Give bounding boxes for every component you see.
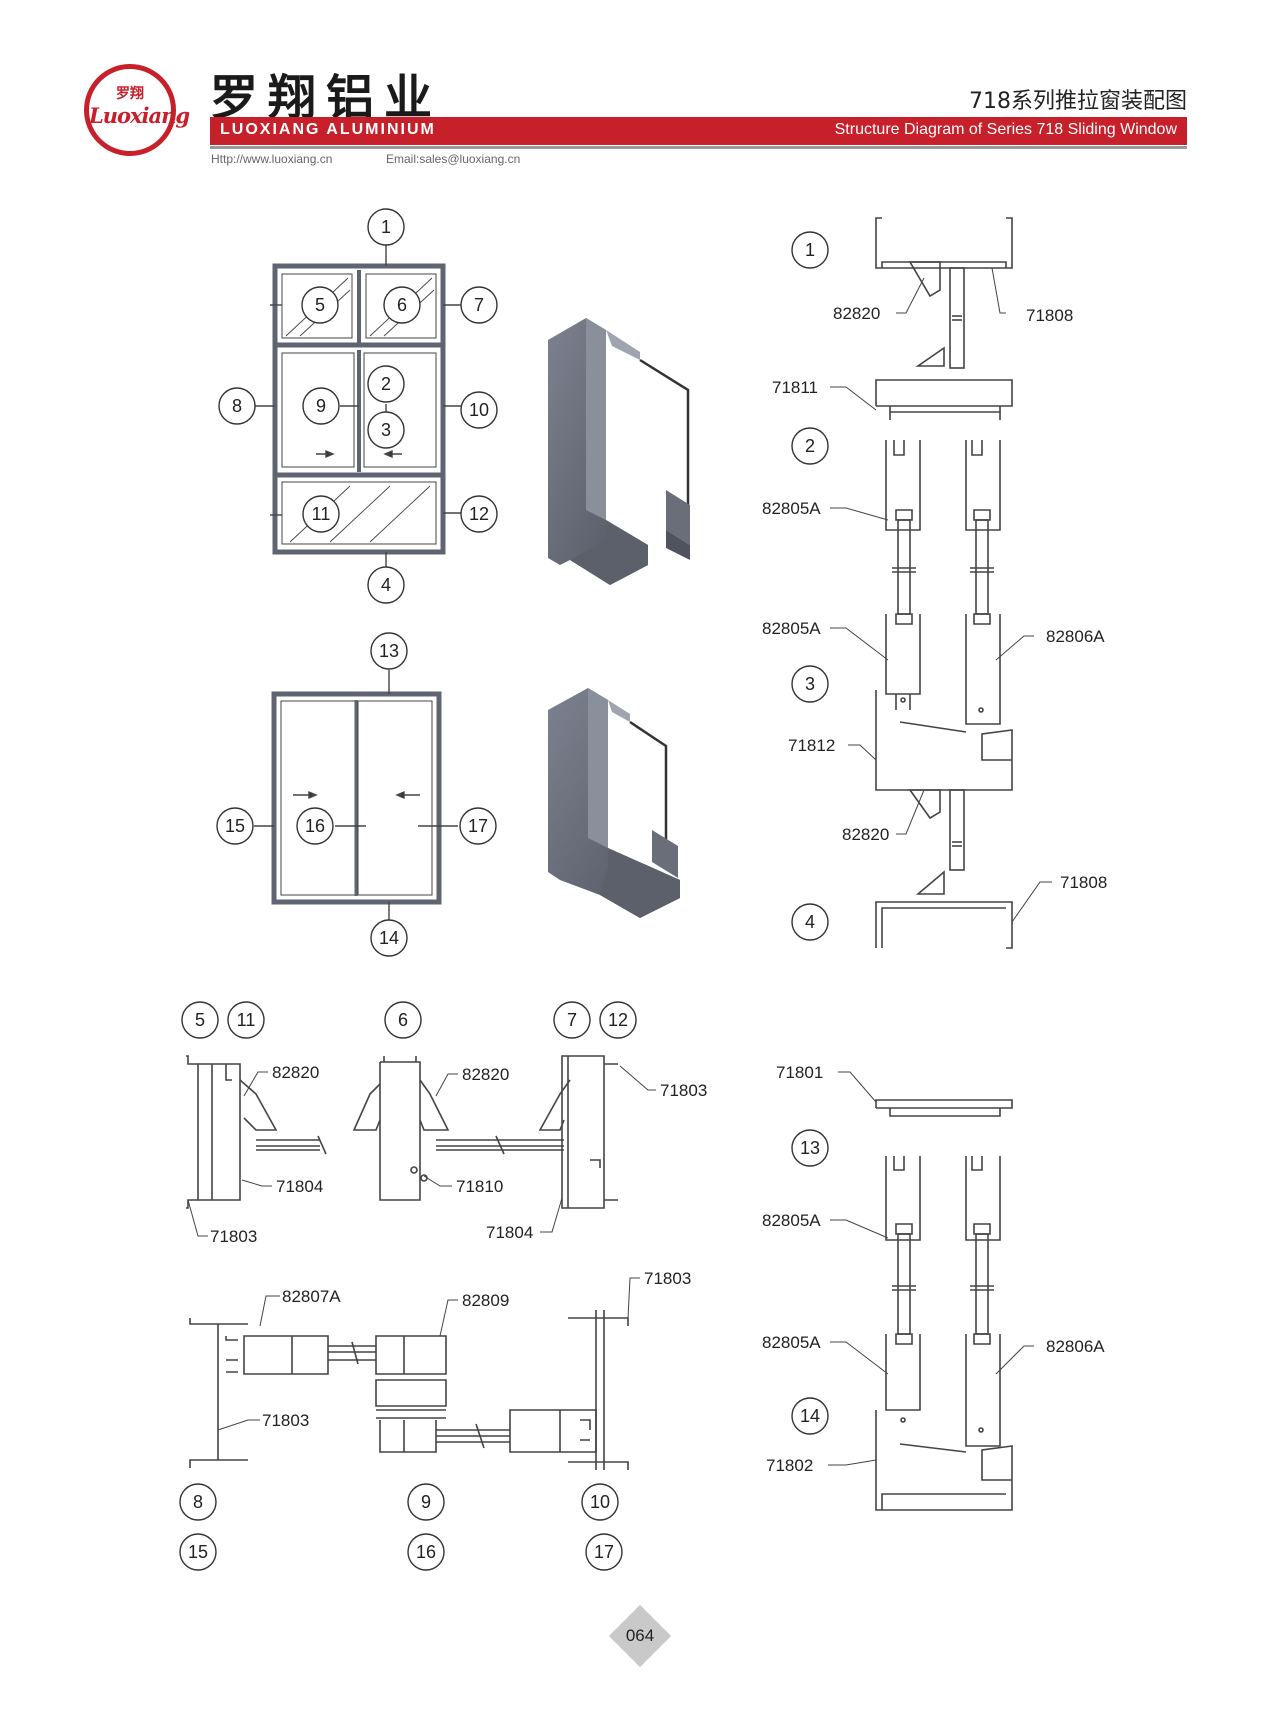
part-label-82805A-3: 82805A [762, 1211, 821, 1230]
part-label-71808-bottom: 71808 [1060, 873, 1107, 892]
window-elevation-2 [254, 670, 458, 920]
part-label-71812: 71812 [788, 736, 835, 755]
callout-9: 9 [316, 396, 326, 416]
callout-circles [179, 208, 829, 1571]
callout-15: 15 [225, 816, 245, 836]
section-callout-8: 8 [193, 1492, 203, 1512]
section-callout-12: 12 [608, 1010, 628, 1030]
callout-17: 17 [468, 816, 488, 836]
part-label-71802: 71802 [766, 1456, 813, 1475]
section-callout-15: 15 [188, 1542, 208, 1562]
page-number: 064 [625, 1626, 655, 1645]
callout-4: 4 [381, 575, 391, 595]
label-leaders [187, 267, 1052, 1466]
callout-2: 2 [381, 374, 391, 394]
website-text: Http://www.luoxiang.cn [211, 152, 333, 166]
part-label-82806A-2: 82806A [1046, 1337, 1105, 1356]
section-callout-4: 4 [805, 912, 815, 932]
section-callout-10: 10 [590, 1492, 610, 1512]
part-label-71803-bottom-right: 71803 [644, 1269, 691, 1288]
part-label-82820-left: 82820 [272, 1063, 319, 1082]
callout-16: 16 [305, 816, 325, 836]
section-callout-17: 17 [594, 1542, 614, 1562]
horizontal-section-1 [186, 1055, 618, 1209]
section-callout-1: 1 [805, 240, 815, 260]
section-callout-7: 7 [567, 1010, 577, 1030]
part-label-82820-middle: 82820 [462, 1065, 509, 1084]
vertical-section-2 [875, 1099, 1013, 1511]
part-label-71803-left: 71803 [210, 1227, 257, 1246]
part-label-82809: 82809 [462, 1291, 509, 1310]
section-callout-14: 14 [800, 1406, 820, 1426]
horizontal-section-2 [189, 1310, 629, 1470]
callout-8: 8 [232, 396, 242, 416]
callout-12: 12 [469, 504, 489, 524]
part-label-71803-bottom-left: 71803 [262, 1411, 309, 1430]
part-label-71804-right: 71804 [486, 1223, 533, 1242]
callout-10: 10 [469, 400, 489, 420]
section-callout-9: 9 [421, 1492, 431, 1512]
callout-5: 5 [315, 295, 325, 315]
callout-1: 1 [381, 217, 391, 237]
page-number-badge: 064 [608, 1604, 672, 1668]
section-callout-3: 3 [805, 674, 815, 694]
callout-11: 11 [312, 504, 331, 524]
part-label-82820-top: 82820 [833, 304, 880, 323]
series-title-chinese: 718系列推拉窗装配图 [969, 89, 1187, 114]
section-callout-5: 5 [195, 1010, 205, 1030]
part-label-71804-left: 71804 [276, 1177, 323, 1196]
corner-profile-3d-1 [548, 318, 690, 585]
part-label-82805A-2: 82805A [762, 619, 821, 638]
section-callout-16: 16 [416, 1542, 436, 1562]
brand-logo: 罗翔 Luoxiang [84, 64, 190, 156]
vertical-section-1 [875, 217, 1013, 949]
callout-6: 6 [397, 295, 407, 315]
logo-chinese-text: 罗翔 [116, 86, 144, 102]
series-title-english: Structure Diagram of Series 718 Sliding … [834, 121, 1177, 138]
part-label-82807A: 82807A [282, 1287, 341, 1306]
brand-name-english: LUOXIANG ALUMINIUM [220, 121, 436, 138]
part-label-82805A-4: 82805A [762, 1333, 821, 1352]
part-label-71808-top: 71808 [1026, 306, 1073, 325]
callout-3: 3 [381, 420, 391, 440]
section-callout-6: 6 [398, 1010, 408, 1030]
header-divider [210, 146, 1187, 149]
brand-name-chinese: 罗翔铝业 [210, 70, 443, 126]
window-elevation-1 [253, 244, 463, 571]
email-text: Email:sales@luoxiang.cn [386, 152, 521, 166]
part-label-71801: 71801 [776, 1063, 823, 1082]
part-label-71803-right: 71803 [660, 1081, 707, 1100]
part-label-71811: 71811 [772, 378, 818, 397]
corner-profile-3d-2 [548, 688, 680, 918]
part-label-82805A-1: 82805A [762, 499, 821, 518]
part-label-82820-bottom: 82820 [842, 825, 889, 844]
callout-13: 13 [379, 641, 399, 661]
section-callout-2: 2 [805, 436, 815, 456]
part-label-71810: 71810 [456, 1177, 503, 1196]
callout-7: 7 [474, 295, 484, 315]
callout-14: 14 [379, 928, 399, 948]
part-label-82806A-1: 82806A [1046, 627, 1105, 646]
section-callout-11: 11 [237, 1010, 256, 1030]
section-callout-13: 13 [800, 1138, 820, 1158]
header-red-bar [210, 117, 1187, 145]
